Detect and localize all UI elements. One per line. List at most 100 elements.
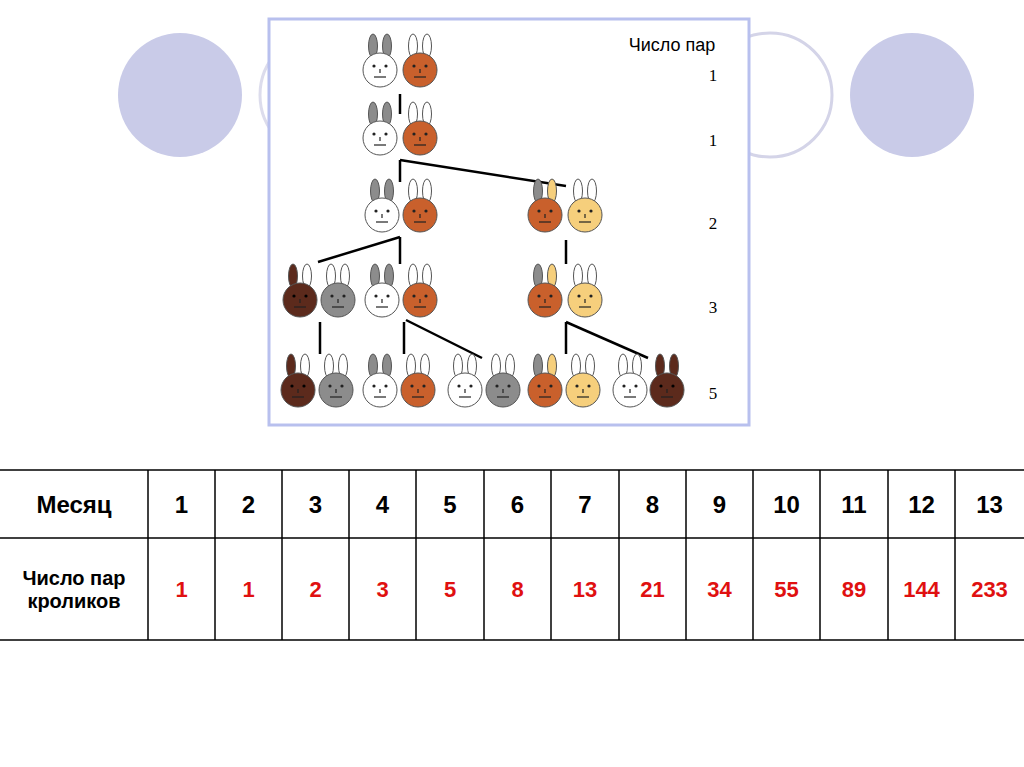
rabbit-eye xyxy=(422,384,425,387)
rabbit-nose xyxy=(419,214,420,218)
picture-frame xyxy=(269,19,749,425)
rabbit-eye xyxy=(304,294,307,297)
rabbit-head xyxy=(363,373,397,407)
month-number: 9 xyxy=(713,491,726,519)
table-line xyxy=(550,470,552,640)
rabbit-eye xyxy=(290,384,293,387)
rabbit-eye xyxy=(412,64,415,67)
rabbit-nose xyxy=(666,389,667,393)
rabbit-eye xyxy=(549,294,552,297)
rabbit-nose xyxy=(544,389,545,393)
pair-value: 13 xyxy=(573,577,597,603)
rabbit-nose xyxy=(381,214,382,218)
rabbit-head xyxy=(283,283,317,317)
rabbit-head xyxy=(528,198,562,232)
rabbit-head xyxy=(321,283,355,317)
month-number: 7 xyxy=(578,491,591,519)
rabbit-mouth xyxy=(624,396,636,397)
rabbit-eye xyxy=(589,294,592,297)
rabbit-eye xyxy=(340,384,343,387)
rabbit-mouth xyxy=(579,306,591,307)
rabbit-eye xyxy=(634,384,637,387)
rabbit-eye xyxy=(424,294,427,297)
pair-count: 1 xyxy=(709,131,718,151)
table-line xyxy=(483,470,485,640)
rabbit-nose xyxy=(584,214,585,218)
rabbit-mouth xyxy=(414,144,426,145)
rabbit-nose xyxy=(544,299,545,303)
month-number: 13 xyxy=(976,491,1003,519)
rabbit-head xyxy=(650,373,684,407)
rabbit-mouth xyxy=(374,396,386,397)
rabbit-head xyxy=(568,198,602,232)
tree-heading: Число пар xyxy=(629,35,716,56)
rabbit-eye xyxy=(386,294,389,297)
rabbit-eye xyxy=(622,384,625,387)
rabbit-mouth xyxy=(330,396,342,397)
rabbit-mouth xyxy=(539,221,551,222)
pair-value: 3 xyxy=(376,577,388,603)
rabbit-eye xyxy=(424,132,427,135)
month-number: 3 xyxy=(309,491,322,519)
pair-value: 55 xyxy=(774,577,798,603)
rabbit-mouth xyxy=(374,144,386,145)
rabbit-eye xyxy=(507,384,510,387)
rabbit-mouth xyxy=(661,396,673,397)
rabbit-eye xyxy=(372,384,375,387)
rabbit-nose xyxy=(379,389,380,393)
rabbit-head xyxy=(401,373,435,407)
table-header: Число пар кроликов xyxy=(10,567,138,613)
rabbit-eye xyxy=(589,209,592,212)
rabbit-head xyxy=(363,121,397,155)
rabbit-head xyxy=(403,283,437,317)
rabbit-eye xyxy=(384,64,387,67)
table-line xyxy=(887,470,889,640)
pair-value: 1 xyxy=(242,577,254,603)
pair-value: 21 xyxy=(640,577,664,603)
table-line xyxy=(415,470,417,640)
pair-value: 34 xyxy=(707,577,731,603)
rabbit-nose xyxy=(335,389,336,393)
month-number: 5 xyxy=(443,491,456,519)
table-line xyxy=(618,470,620,640)
month-number: 4 xyxy=(376,491,389,519)
rabbit-head xyxy=(365,283,399,317)
family-tree-lines xyxy=(318,94,648,358)
rabbit-illustration xyxy=(281,34,684,407)
pair-count: 1 xyxy=(709,66,718,86)
rabbit-eye xyxy=(384,384,387,387)
rabbit-head xyxy=(403,121,437,155)
rabbit-eye xyxy=(587,384,590,387)
rabbit-nose xyxy=(629,389,630,393)
rabbit-mouth xyxy=(376,306,388,307)
rabbit-head xyxy=(486,373,520,407)
rabbit-nose xyxy=(297,389,298,393)
rabbit-nose xyxy=(544,214,545,218)
rabbit-eye xyxy=(374,294,377,297)
rabbit-eye xyxy=(457,384,460,387)
rabbit-head xyxy=(568,283,602,317)
rabbit-mouth xyxy=(497,396,509,397)
decor-circle xyxy=(850,33,974,157)
rabbit-mouth xyxy=(579,221,591,222)
rabbit-mouth xyxy=(294,306,306,307)
rabbit-nose xyxy=(419,299,420,303)
rabbit-mouth xyxy=(539,396,551,397)
rabbit-eye xyxy=(495,384,498,387)
rabbit-mouth xyxy=(374,76,386,77)
rabbit-head xyxy=(403,198,437,232)
month-number: 1 xyxy=(175,491,188,519)
month-number: 6 xyxy=(511,491,524,519)
pair-value: 233 xyxy=(971,577,1008,603)
month-number: 12 xyxy=(908,491,935,519)
rabbit-eye xyxy=(424,209,427,212)
rabbit-eye xyxy=(469,384,472,387)
pair-value: 144 xyxy=(903,577,940,603)
rabbit-head xyxy=(448,373,482,407)
table-line xyxy=(954,470,956,640)
rabbit-mouth xyxy=(414,306,426,307)
rabbit-eye xyxy=(372,132,375,135)
pair-value: 2 xyxy=(309,577,321,603)
rabbit-eye xyxy=(374,209,377,212)
rabbit-mouth xyxy=(414,221,426,222)
